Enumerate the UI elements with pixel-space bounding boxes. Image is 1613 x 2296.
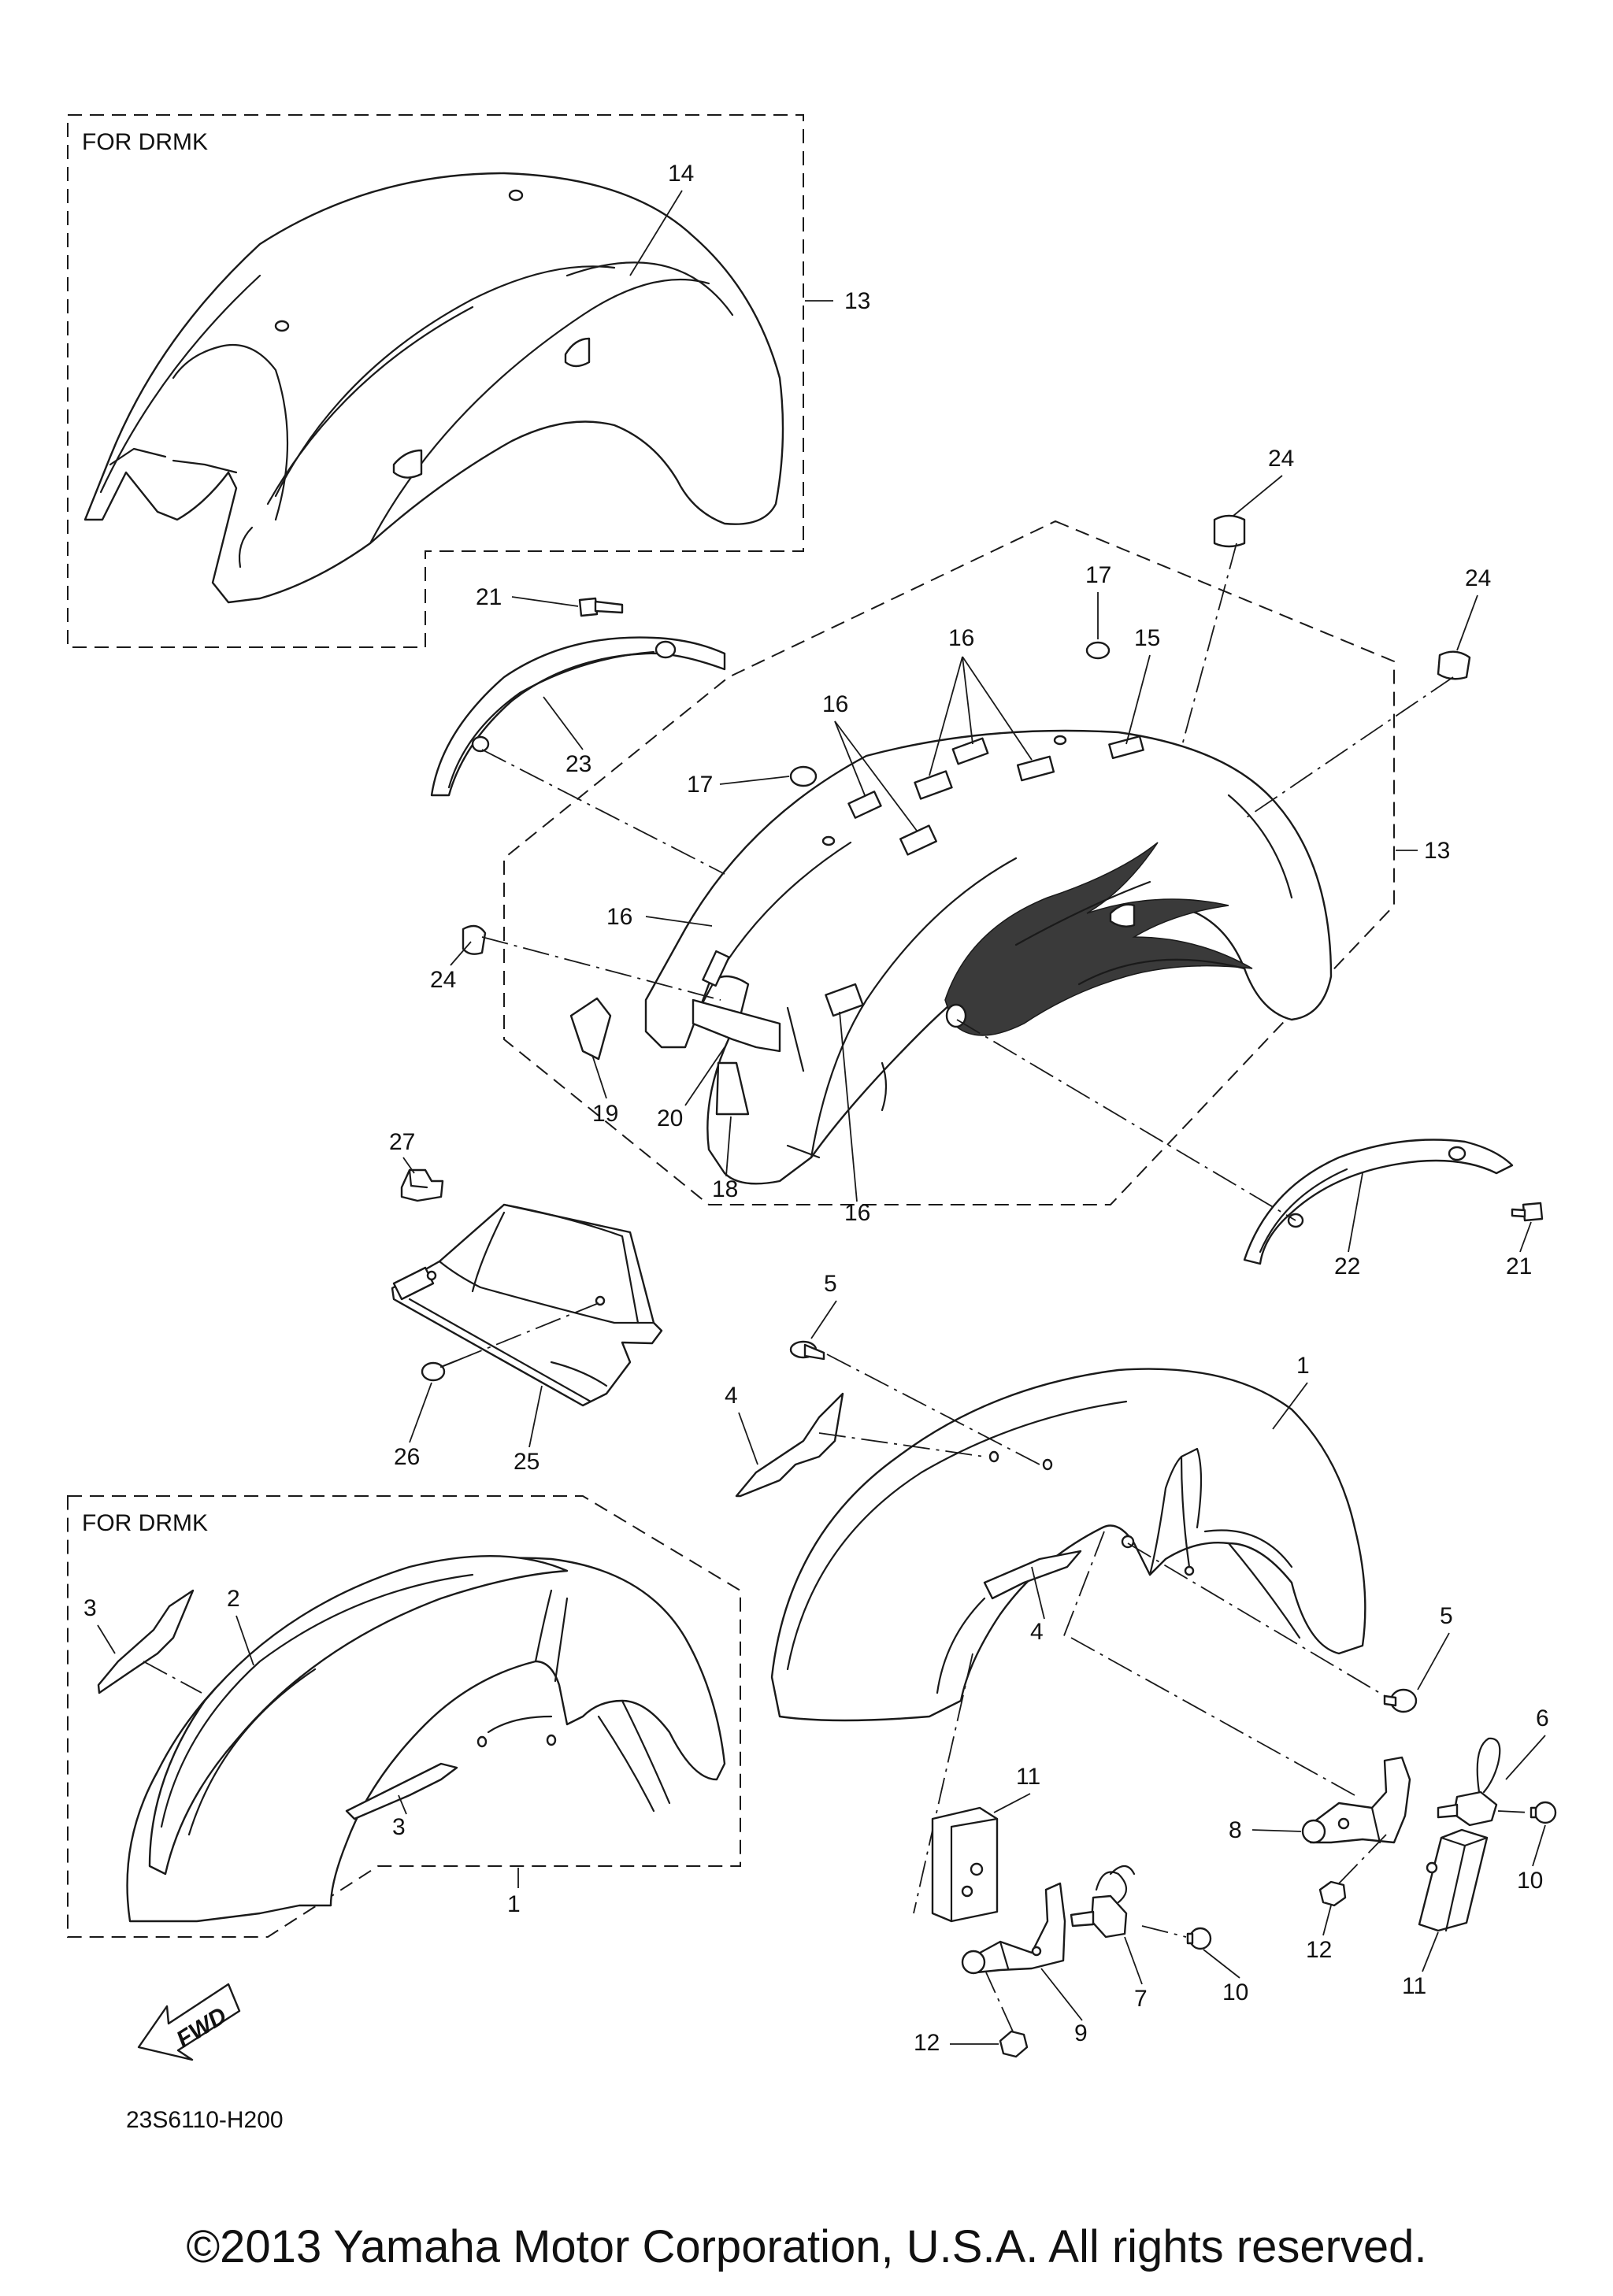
callout-24-left: 24 xyxy=(430,967,456,993)
callout-4-main: 4 xyxy=(1030,1619,1044,1645)
bolt-21-right xyxy=(1511,1202,1544,1222)
callout-24-right: 24 xyxy=(1465,565,1491,591)
grommet-24-right xyxy=(1437,650,1471,680)
callout-19: 19 xyxy=(592,1101,618,1127)
callout-17-top: 17 xyxy=(1085,562,1111,588)
callout-22: 22 xyxy=(1334,1254,1360,1279)
callout-8: 8 xyxy=(1229,1817,1242,1843)
forward-arrow-icon: FWD xyxy=(137,1983,241,2061)
inner-fender-25 xyxy=(391,1203,663,1407)
washer-17-top xyxy=(1085,641,1111,660)
callout-20: 20 xyxy=(657,1105,683,1131)
clip-27 xyxy=(400,1168,444,1202)
callout-5-top: 5 xyxy=(824,1271,837,1297)
callout-15: 15 xyxy=(1134,625,1160,651)
callout-21-right: 21 xyxy=(1506,1254,1532,1279)
rear-fender-group-box xyxy=(503,520,1395,1205)
callout-14: 14 xyxy=(668,161,694,187)
rear-fender-drmk xyxy=(83,172,784,604)
callout-23: 23 xyxy=(565,751,591,777)
callout-17-left: 17 xyxy=(687,772,713,798)
grommet-24-left xyxy=(462,924,487,955)
callout-24-top: 24 xyxy=(1268,446,1294,472)
callout-9: 9 xyxy=(1074,2020,1088,2046)
rivet-26 xyxy=(421,1359,458,1382)
bracket-20 xyxy=(692,998,781,1053)
lamp-6 xyxy=(1437,1737,1501,1827)
callout-3-main: 3 xyxy=(392,1814,406,1840)
bolt-10-right xyxy=(1530,1801,1557,1824)
callout-13-upper: 13 xyxy=(844,288,870,314)
callout-25: 25 xyxy=(514,1449,540,1475)
reflector-11-left xyxy=(931,1806,999,1923)
drmk-lower-box xyxy=(67,1495,741,1938)
sticker-4-left xyxy=(735,1392,844,1498)
lamp-7 xyxy=(1070,1865,1136,1939)
drmk-lower-label: FOR DRMK xyxy=(82,1510,208,1536)
callout-11-left: 11 xyxy=(1016,1764,1040,1790)
callout-1-main: 1 xyxy=(1296,1353,1310,1379)
diagram-code: 23S6110-H200 xyxy=(126,2107,284,2133)
bracket-9 xyxy=(961,1882,1066,1975)
rear-fender xyxy=(644,729,1333,1185)
nut-12-right xyxy=(1318,1880,1347,1907)
nut-12-left xyxy=(999,2030,1029,2058)
pad-19 xyxy=(569,997,612,1061)
copyright-notice: ©2013 Yamaha Motor Corporation, U.S.A. A… xyxy=(186,2221,1427,2272)
drmk-upper-label: FOR DRMK xyxy=(82,129,208,155)
callout-10-right: 10 xyxy=(1517,1868,1543,1894)
bolt-5-top xyxy=(789,1340,825,1361)
grommet-24-top xyxy=(1213,514,1246,548)
callout-11-right: 11 xyxy=(1402,1973,1426,1999)
callout-10-left: 10 xyxy=(1222,1979,1248,2005)
callout-12-left: 12 xyxy=(914,2030,940,2056)
callout-18: 18 xyxy=(712,1176,738,1202)
rail-22 xyxy=(1243,1139,1514,1265)
callout-16-left: 16 xyxy=(822,691,848,717)
callout-7: 7 xyxy=(1134,1986,1148,2012)
bracket-8 xyxy=(1301,1756,1411,1844)
callout-16-bottom: 16 xyxy=(844,1200,870,1226)
bolt-21-top xyxy=(578,597,624,617)
callout-27: 27 xyxy=(389,1129,415,1155)
drmk-upper-box xyxy=(67,114,804,648)
front-fender xyxy=(770,1368,1366,1722)
callout-4-left: 4 xyxy=(725,1383,738,1409)
rail-23 xyxy=(430,636,726,797)
reflector-11-right xyxy=(1418,1828,1489,1932)
washer-17-left xyxy=(789,765,818,787)
callout-1-drmk: 1 xyxy=(507,1891,521,1917)
callout-6: 6 xyxy=(1536,1705,1549,1731)
bolt-10-left xyxy=(1186,1927,1212,1950)
callout-12-right: 12 xyxy=(1306,1937,1332,1963)
callout-16-side: 16 xyxy=(606,904,632,930)
callout-13-main: 13 xyxy=(1424,838,1450,864)
callout-5-right: 5 xyxy=(1440,1603,1453,1629)
callout-3-left: 3 xyxy=(83,1595,97,1621)
bolt-5-right xyxy=(1383,1688,1418,1713)
callout-26: 26 xyxy=(394,1444,420,1470)
callout-21-top: 21 xyxy=(476,584,502,610)
sticker-3-left xyxy=(97,1589,195,1694)
plate-18 xyxy=(715,1061,750,1116)
callout-2: 2 xyxy=(227,1586,240,1612)
front-fender-drmk xyxy=(126,1554,726,1923)
callout-16-top: 16 xyxy=(948,625,974,651)
